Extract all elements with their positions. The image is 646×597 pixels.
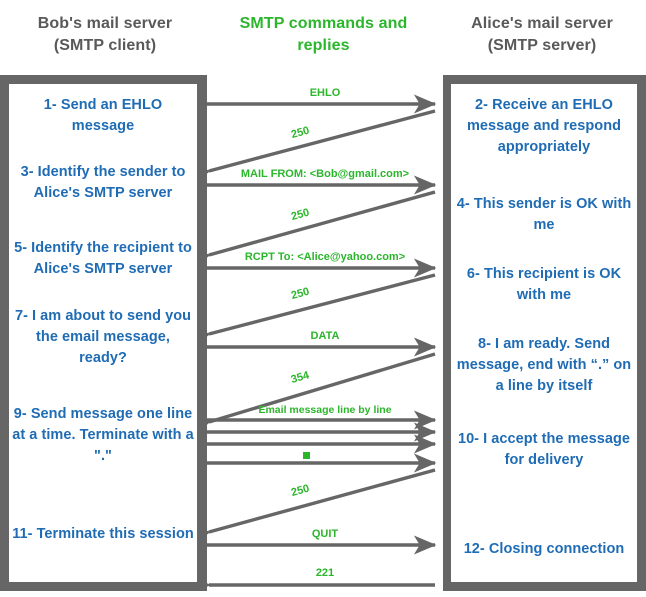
label-rcpt-to: RCPT To: <Alice@yahoo.com> [244,251,406,263]
client-step-9: 9- Send message one line at a time. Term… [12,406,194,464]
header-middle-line1: SMTP commands and [239,15,408,32]
diagram-headers: Bob's mail server (SMTP client) SMTP com… [0,0,646,75]
diagram-frame: 1- Send an EHLO message 3- Identify the … [0,75,646,591]
label-quit: QUIT [311,528,339,540]
arrow-250-a [207,109,436,186]
message-arrows: EHLO 250 MAIL FROM: <Bob@gmail.com> 250 … [207,75,443,591]
label-email-body: Email message line by line [258,404,392,416]
header-server-line2: (SMTP server) [487,37,597,54]
server-step-6: 6- This recipient is OK with me [466,266,622,303]
label-ehlo: EHLO [309,87,341,99]
email-dot-marker [303,452,310,459]
arrow-canvas [207,94,437,591]
client-panel: 1- Send an EHLO message 3- Identify the … [9,84,197,582]
arrow-250-c [207,273,436,349]
header-server: Alice's mail server (SMTP server) [444,13,640,57]
server-step-4: 4- This sender is OK with me [456,196,632,233]
header-middle-line2: replies [297,37,350,54]
server-step-12: 12- Closing connection [463,541,625,557]
label-221: 221 [315,567,335,579]
label-mail-from: MAIL FROM: <Bob@gmail.com> [240,168,410,180]
header-client: Bob's mail server (SMTP client) [10,13,200,57]
client-step-11: 11- Terminate this session [12,526,194,542]
client-step-7: 7- I am about to send you the email mess… [14,308,192,366]
header-middle: SMTP commands and replies [216,13,431,57]
arrow-250-b [207,190,436,270]
client-step-3: 3- Identify the sender to Alice's SMTP s… [20,164,186,201]
header-server-line1: Alice's mail server [471,15,613,32]
bottom-edge [0,591,646,597]
arrow-250-d [207,468,436,547]
client-step-1: 1- Send an EHLO message [43,97,163,134]
header-client-line1: Bob's mail server [37,15,173,32]
header-client-line2: (SMTP client) [53,37,157,54]
server-step-10: 10- I accept the message for delivery [457,431,631,468]
arrow-354 [207,352,436,437]
server-step-2: 2- Receive an EHLO message and respond a… [466,97,622,155]
server-panel: 2- Receive an EHLO message and respond a… [451,84,637,582]
client-step-5: 5- Identify the recipient to Alice's SMT… [14,240,192,277]
server-step-8: 8- I am ready. Send message, end with “.… [456,336,632,394]
label-data: DATA [310,330,340,342]
